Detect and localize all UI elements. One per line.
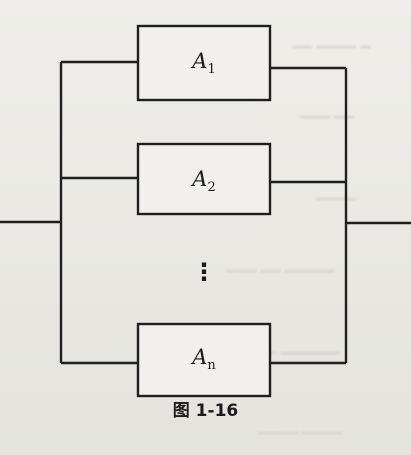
block-an (136, 322, 272, 398)
bleed-through-text: ▁▁▁▁ ▁▁▁▁ (258, 420, 343, 435)
block-a2 (136, 142, 272, 216)
block-an-label: An (190, 345, 216, 373)
block-a1-label: A1 (190, 49, 215, 77)
bleed-through-text: ▁▁ ▁▁▁▁ ▁ (292, 34, 371, 49)
bleed-through-text: ▁▁▁ ▁▁ (300, 104, 355, 119)
block-a1 (136, 24, 272, 102)
bleed-through-text: ▁▁▁ ▁▁ ▁▁▁▁▁ (226, 258, 335, 273)
ellipsis-marker: ⋮ (192, 258, 216, 286)
block-a2-label: A2 (190, 167, 215, 195)
figure-caption: 图 1-16 (172, 401, 239, 421)
